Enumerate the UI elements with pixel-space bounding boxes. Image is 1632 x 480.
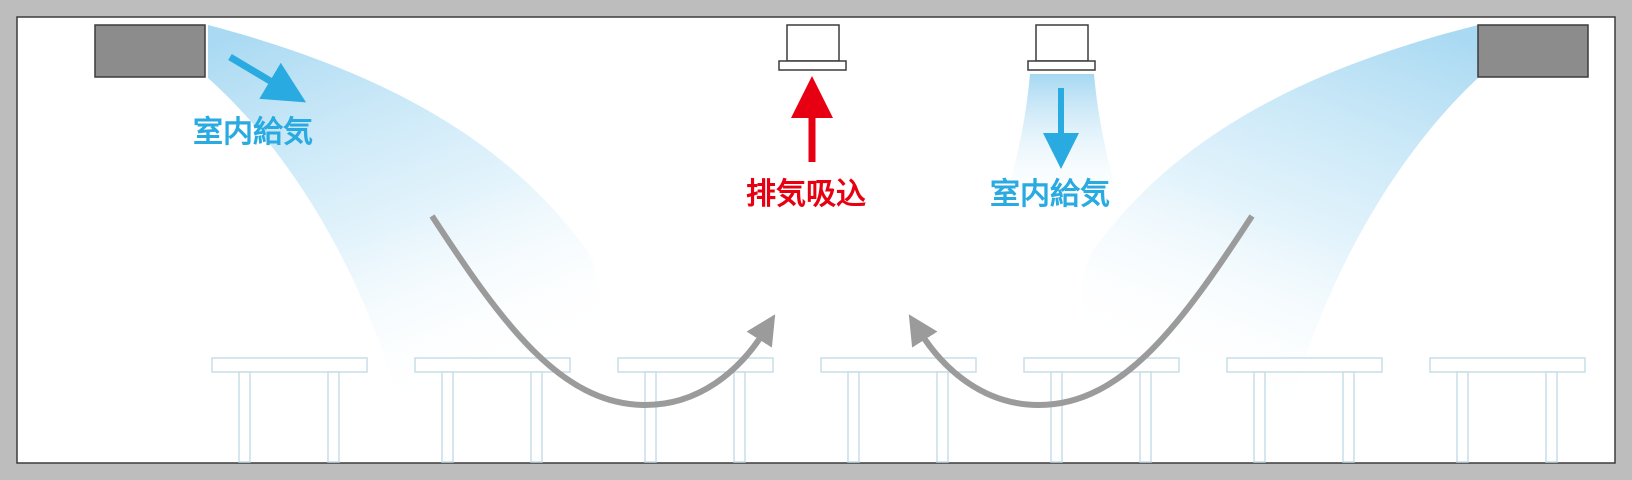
table-2 <box>414 357 571 463</box>
wall-mounted-ac-unit-left <box>94 24 206 78</box>
supply-air-label-ceiling: 室内給気 <box>990 177 1110 212</box>
table-6 <box>1226 357 1383 463</box>
supply-air-label-left: 室内給気 <box>193 115 313 150</box>
ceiling-vent-exhaust <box>778 24 847 71</box>
airflow-curve-right <box>908 214 1255 409</box>
table-4 <box>820 357 977 463</box>
exhaust-intake-label: 排気吸込 <box>746 177 866 212</box>
airflow-curve-left <box>429 214 776 409</box>
table-7 <box>1429 357 1586 463</box>
table-row <box>211 357 1586 463</box>
ceiling-vent-supply <box>1027 24 1096 71</box>
wall-mounted-ac-unit-right <box>1477 24 1589 78</box>
supply-arrow-left <box>228 53 307 103</box>
table-1 <box>211 357 368 463</box>
